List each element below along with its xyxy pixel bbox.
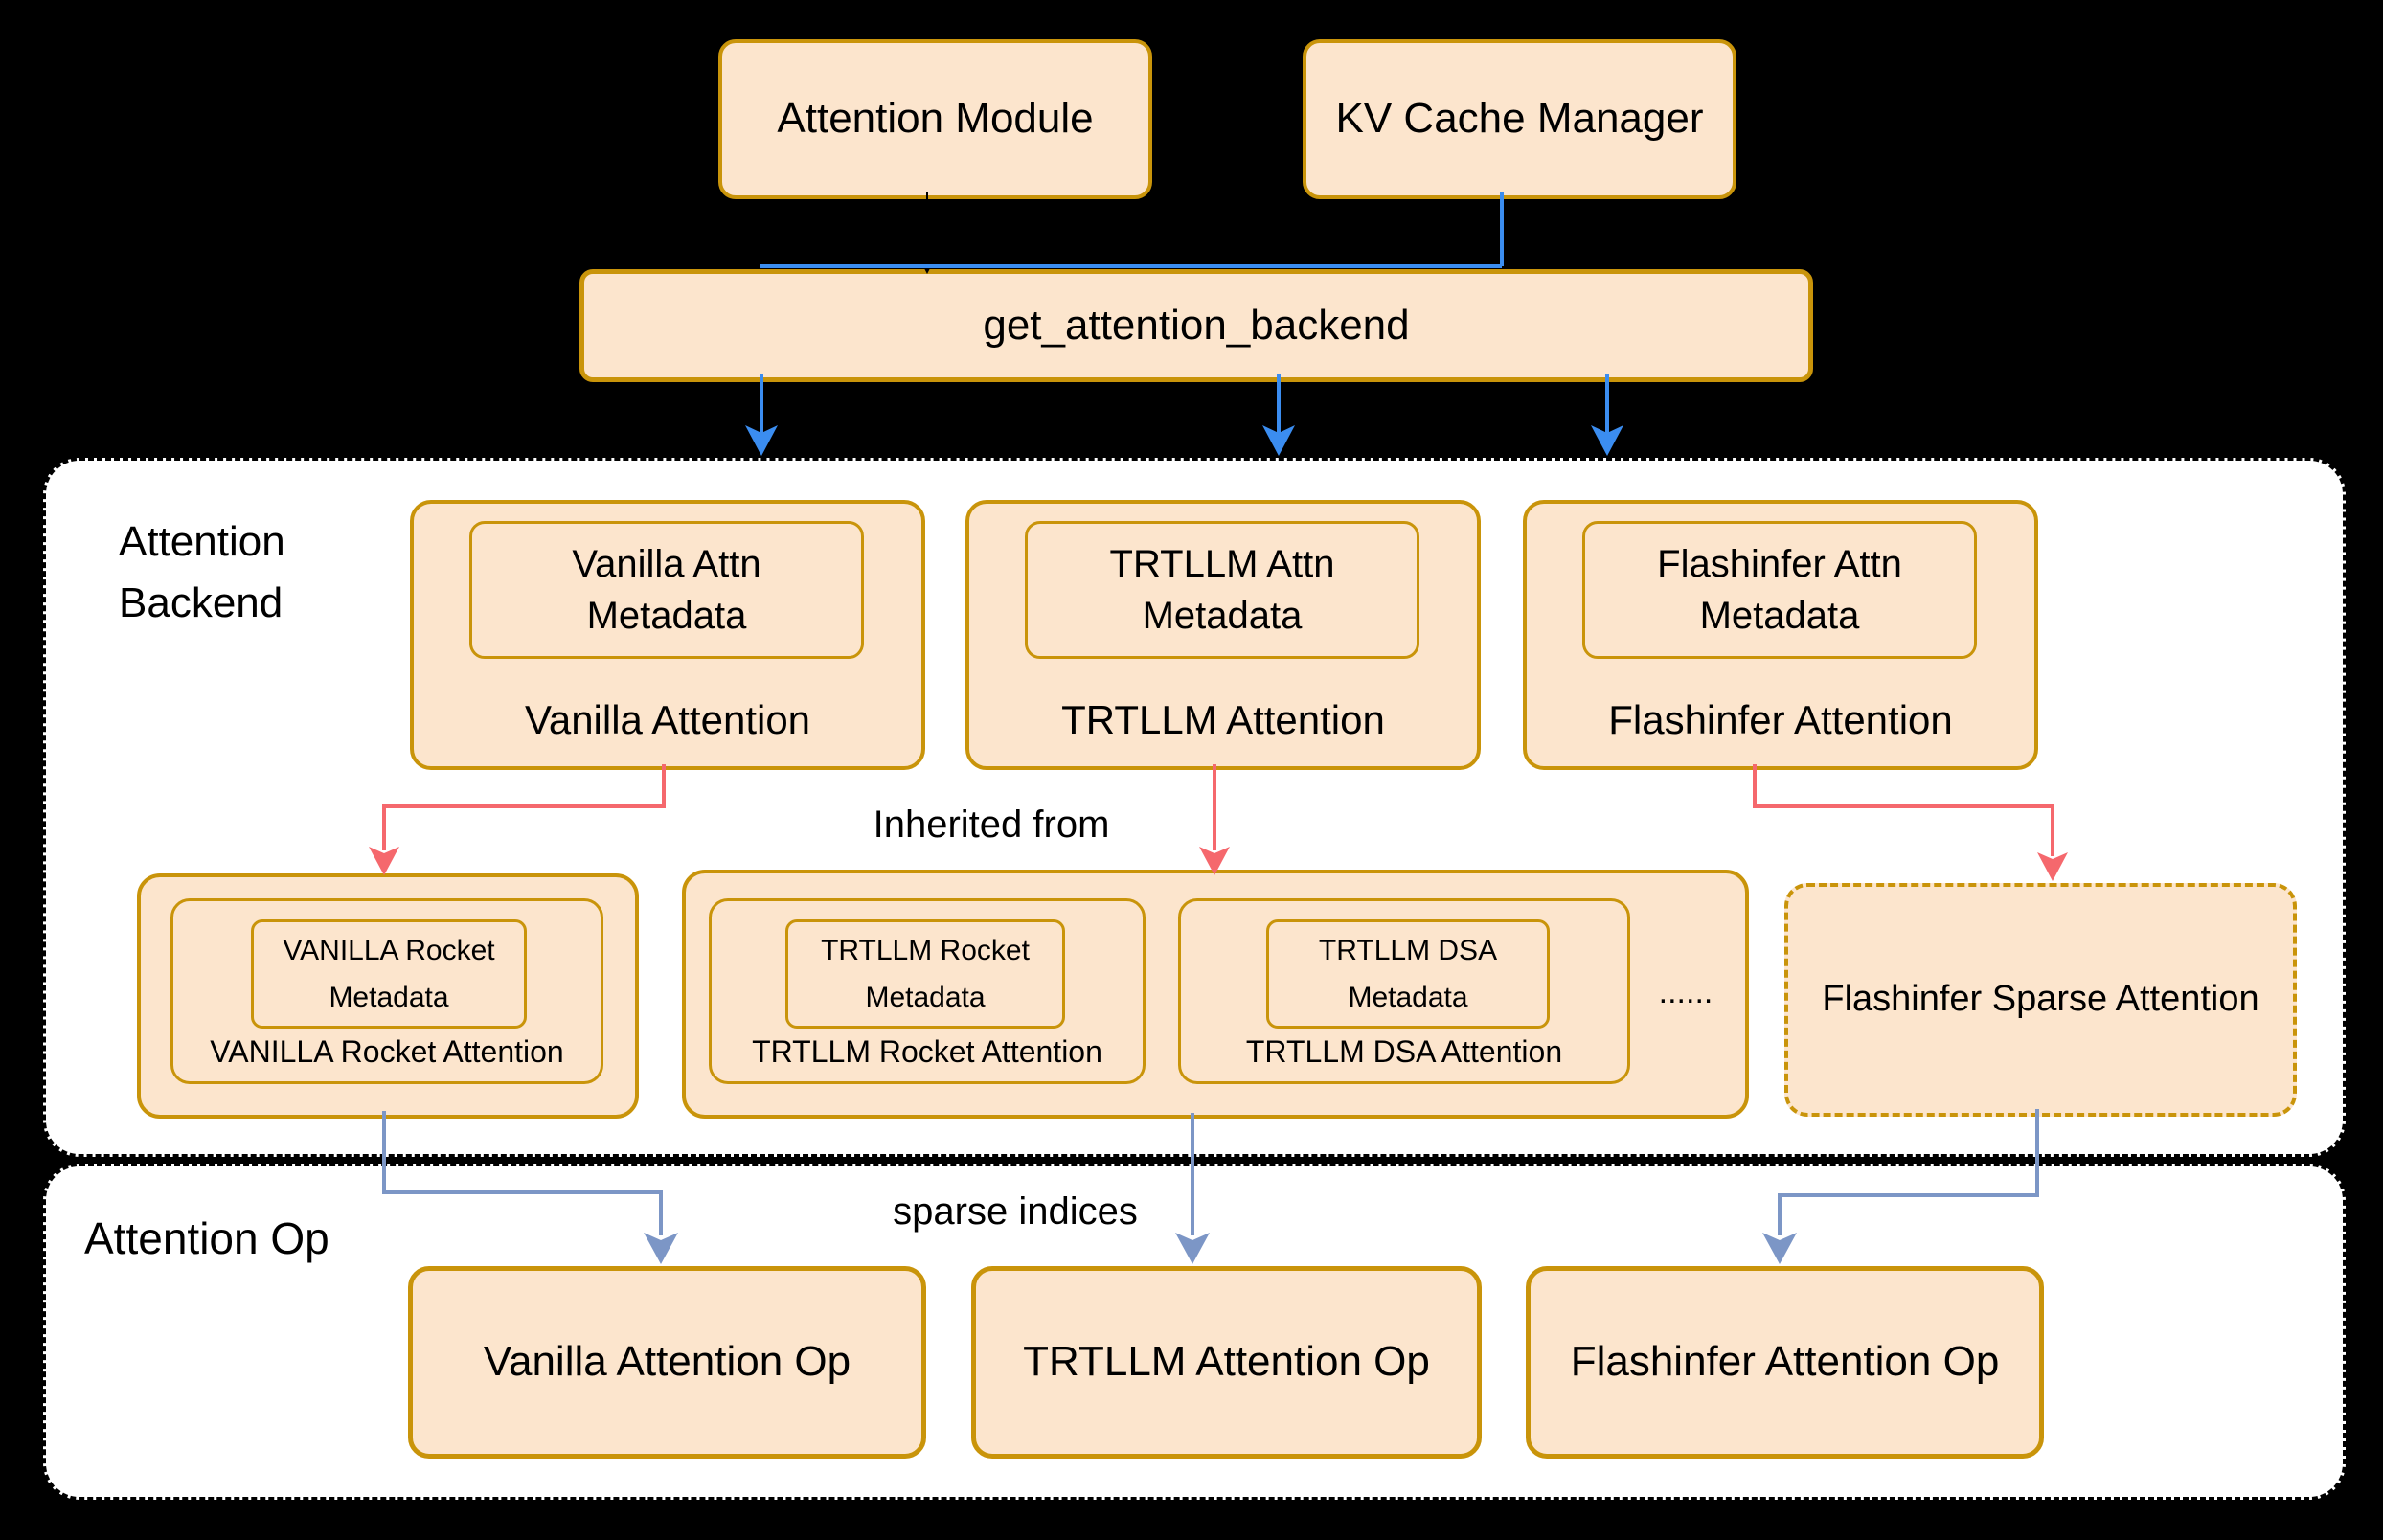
vanilla-attention-op-box: Vanilla Attention Op: [408, 1266, 926, 1459]
flashinfer-attention-op-label: Flashinfer Attention Op: [1570, 1338, 2000, 1386]
attention-op-section-label: Attention Op: [84, 1213, 329, 1263]
vanilla-rocket-attention-label: VANILLA Rocket Attention: [210, 1034, 564, 1069]
inherited-from-label: Inherited from: [873, 804, 1110, 846]
flashinfer-sparse-attention-box: Flashinfer Sparse Attention: [1784, 883, 2297, 1117]
trtllm-attention-op-box: TRTLLM Attention Op: [971, 1266, 1482, 1459]
trtllm-dsa-metadata-box: TRTLLM DSA Metadata: [1266, 919, 1550, 1029]
attention-module-box: Attention Module: [718, 39, 1152, 199]
flashinfer-attn-metadata-box: Flashinfer Attn Metadata: [1582, 521, 1977, 659]
kv-cache-manager-label: KV Cache Manager: [1335, 95, 1704, 143]
trtllm-attn-metadata-box: TRTLLM Attn Metadata: [1025, 521, 1419, 659]
trtllm-attention-op-label: TRTLLM Attention Op: [1023, 1338, 1430, 1386]
kv-cache-manager-box: KV Cache Manager: [1303, 39, 1736, 199]
attention-backend-section-label: Attention Backend: [119, 518, 285, 626]
trtllm-attention-label: TRTLLM Attention: [1061, 697, 1385, 742]
vanilla-attn-metadata-box: Vanilla Attn Metadata: [469, 521, 864, 659]
vanilla-rocket-metadata-box: VANILLA Rocket Metadata: [251, 919, 527, 1029]
attention-module-connector: [914, 192, 941, 274]
attention-module-label: Attention Module: [777, 95, 1094, 143]
kv-cache-connector: [760, 192, 1504, 268]
vanilla-attention-label: Vanilla Attention: [524, 697, 811, 742]
ellipsis-label: ......: [1658, 974, 1713, 1010]
vanilla-attention-op-label: Vanilla Attention Op: [483, 1338, 851, 1386]
sparse-indices-label: sparse indices: [893, 1190, 1138, 1233]
trtllm-rocket-metadata-box: TRTLLM Rocket Metadata: [785, 919, 1065, 1029]
backend-dispatch-arrows: [745, 374, 1623, 456]
get-attention-backend-box: get_attention_backend: [579, 269, 1813, 382]
flashinfer-attention-label: Flashinfer Attention: [1608, 697, 1953, 742]
get-attention-backend-label: get_attention_backend: [983, 301, 1410, 349]
trtllm-rocket-attention-label: TRTLLM Rocket Attention: [752, 1034, 1102, 1069]
trtllm-dsa-attention-label: TRTLLM DSA Attention: [1245, 1034, 1563, 1069]
flashinfer-attention-op-box: Flashinfer Attention Op: [1526, 1266, 2044, 1459]
